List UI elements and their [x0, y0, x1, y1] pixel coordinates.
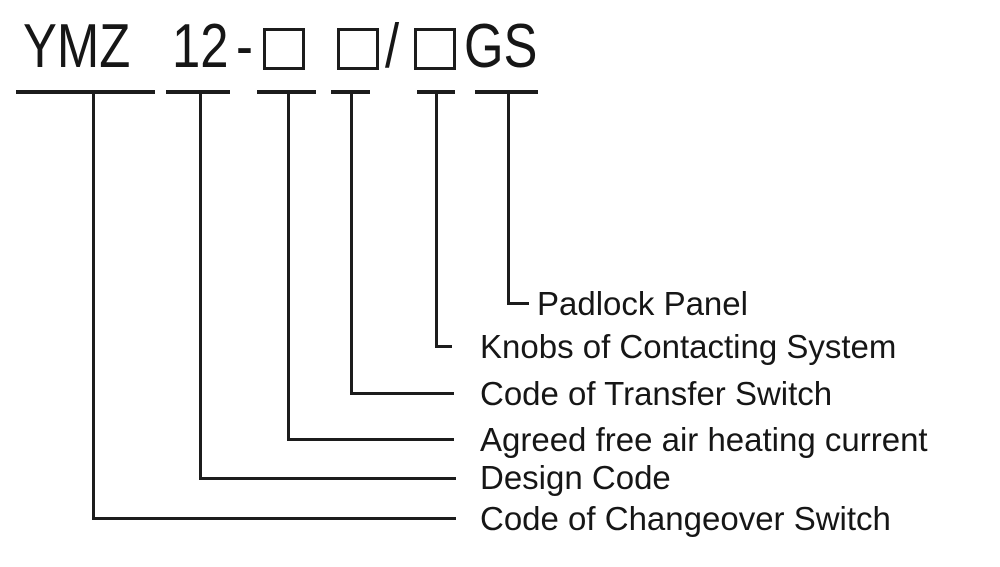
label-heating-current: Agreed free air heating current: [480, 421, 928, 458]
leader-vertical-changeover-code: [92, 94, 95, 520]
leader-vertical-design-code: [199, 94, 202, 480]
placeholder-box-transfer-switch: [337, 28, 379, 70]
leader-elbow-design-code: [199, 477, 456, 480]
underline-contact-knobs: [417, 90, 455, 94]
model-code-hyphen: -: [236, 12, 253, 81]
underline-padlock-panel: [475, 90, 538, 94]
label-changeover-code: Code of Changeover Switch: [480, 500, 891, 537]
underline-design-code: [166, 90, 230, 94]
underline-changeover-code: [16, 90, 155, 94]
label-padlock-panel: Padlock Panel: [537, 285, 748, 322]
label-contact-knobs: Knobs of Contacting System: [480, 328, 897, 365]
placeholder-box-heating-current: [263, 28, 305, 70]
placeholder-box-contact-knobs: [414, 28, 456, 70]
model-code-slash: /: [385, 12, 400, 81]
model-code-prefix: YMZ: [23, 12, 131, 81]
model-code-design-number: 12: [172, 12, 229, 81]
leader-vertical-heating-current: [287, 94, 290, 441]
leader-vertical-transfer-switch: [350, 94, 353, 395]
label-design-code: Design Code: [480, 459, 671, 496]
leader-elbow-transfer-switch: [350, 392, 454, 395]
leader-elbow-heating-current: [287, 438, 454, 441]
underline-transfer-switch: [331, 90, 370, 94]
model-code-suffix: GS: [464, 12, 538, 81]
leader-vertical-padlock-panel: [507, 94, 510, 305]
leader-elbow-padlock-panel: [507, 302, 529, 305]
underline-heating-current: [257, 90, 316, 94]
label-transfer-switch: Code of Transfer Switch: [480, 375, 833, 412]
leader-vertical-contact-knobs: [435, 94, 438, 348]
leader-elbow-changeover-code: [92, 517, 456, 520]
leader-elbow-contact-knobs: [435, 345, 452, 348]
